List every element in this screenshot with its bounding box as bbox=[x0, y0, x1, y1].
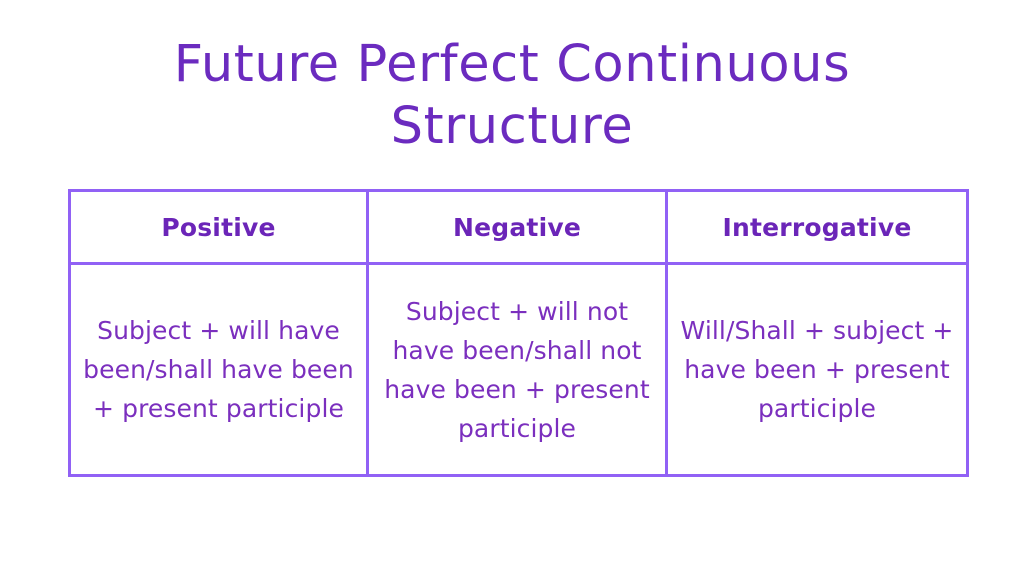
table-header-row-group: Positive Negative Interrogative bbox=[68, 189, 969, 265]
page-title: Future Perfect Continuous Structure bbox=[0, 34, 1024, 158]
structure-table: Positive Negative Interrogative Subject … bbox=[68, 189, 969, 477]
page-title-line-2: Structure bbox=[390, 97, 634, 157]
table-row: Subject + will have been/shall have been… bbox=[68, 262, 969, 477]
column-header-positive: Positive bbox=[68, 189, 369, 265]
cell-negative-structure: Subject + will not have been/shall not h… bbox=[366, 262, 668, 477]
page-title-line-1: Future Perfect Continuous bbox=[173, 35, 851, 94]
structure-table-container: Positive Negative Interrogative Subject … bbox=[68, 189, 969, 477]
column-header-interrogative: Interrogative bbox=[665, 189, 969, 265]
table-body: Subject + will have been/shall have been… bbox=[68, 262, 969, 477]
table-header-row: Positive Negative Interrogative bbox=[68, 189, 969, 265]
cell-interrogative-structure: Will/Shall + subject + have been + prese… bbox=[665, 262, 969, 477]
cell-positive-structure: Subject + will have been/shall have been… bbox=[68, 262, 369, 477]
column-header-negative: Negative bbox=[366, 189, 668, 265]
